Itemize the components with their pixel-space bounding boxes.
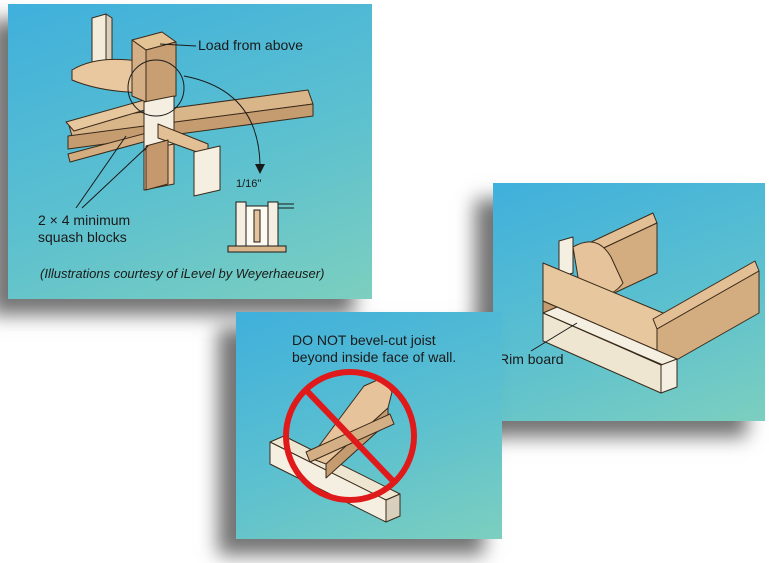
bevel-cut-illustration	[269, 369, 417, 523]
warning-line2: beyond inside face of wall.	[292, 349, 457, 365]
bevel-cut-warning-panel: DO NOT bevel-cut joist beyond inside fac…	[236, 312, 502, 539]
squash-blocks-panel: Load from above 1/16" 2 × 4 minimum squa…	[8, 4, 372, 299]
warning-line1: DO NOT bevel-cut joist	[292, 332, 436, 348]
rim-board-panel: Rim board	[493, 183, 765, 421]
squash-blocks-callout-line2: squash blocks	[38, 229, 127, 245]
squash-blocks-illustration	[65, 13, 314, 253]
illustration-credit: (Illustrations courtesy of iLevel by Wey…	[40, 266, 325, 281]
detail-circle	[127, 59, 185, 117]
squash-blocks-callout-line1: 2 × 4 minimum	[38, 212, 131, 228]
dimension-label: 1/16"	[236, 178, 262, 190]
panel-background	[8, 4, 372, 299]
rim-board-illustration	[530, 212, 760, 394]
prohibition-sign	[283, 369, 417, 503]
gap-detail-drawing	[227, 201, 294, 253]
load-callout: Load from above	[198, 37, 304, 53]
rim-board-callout: Rim board	[499, 351, 564, 367]
